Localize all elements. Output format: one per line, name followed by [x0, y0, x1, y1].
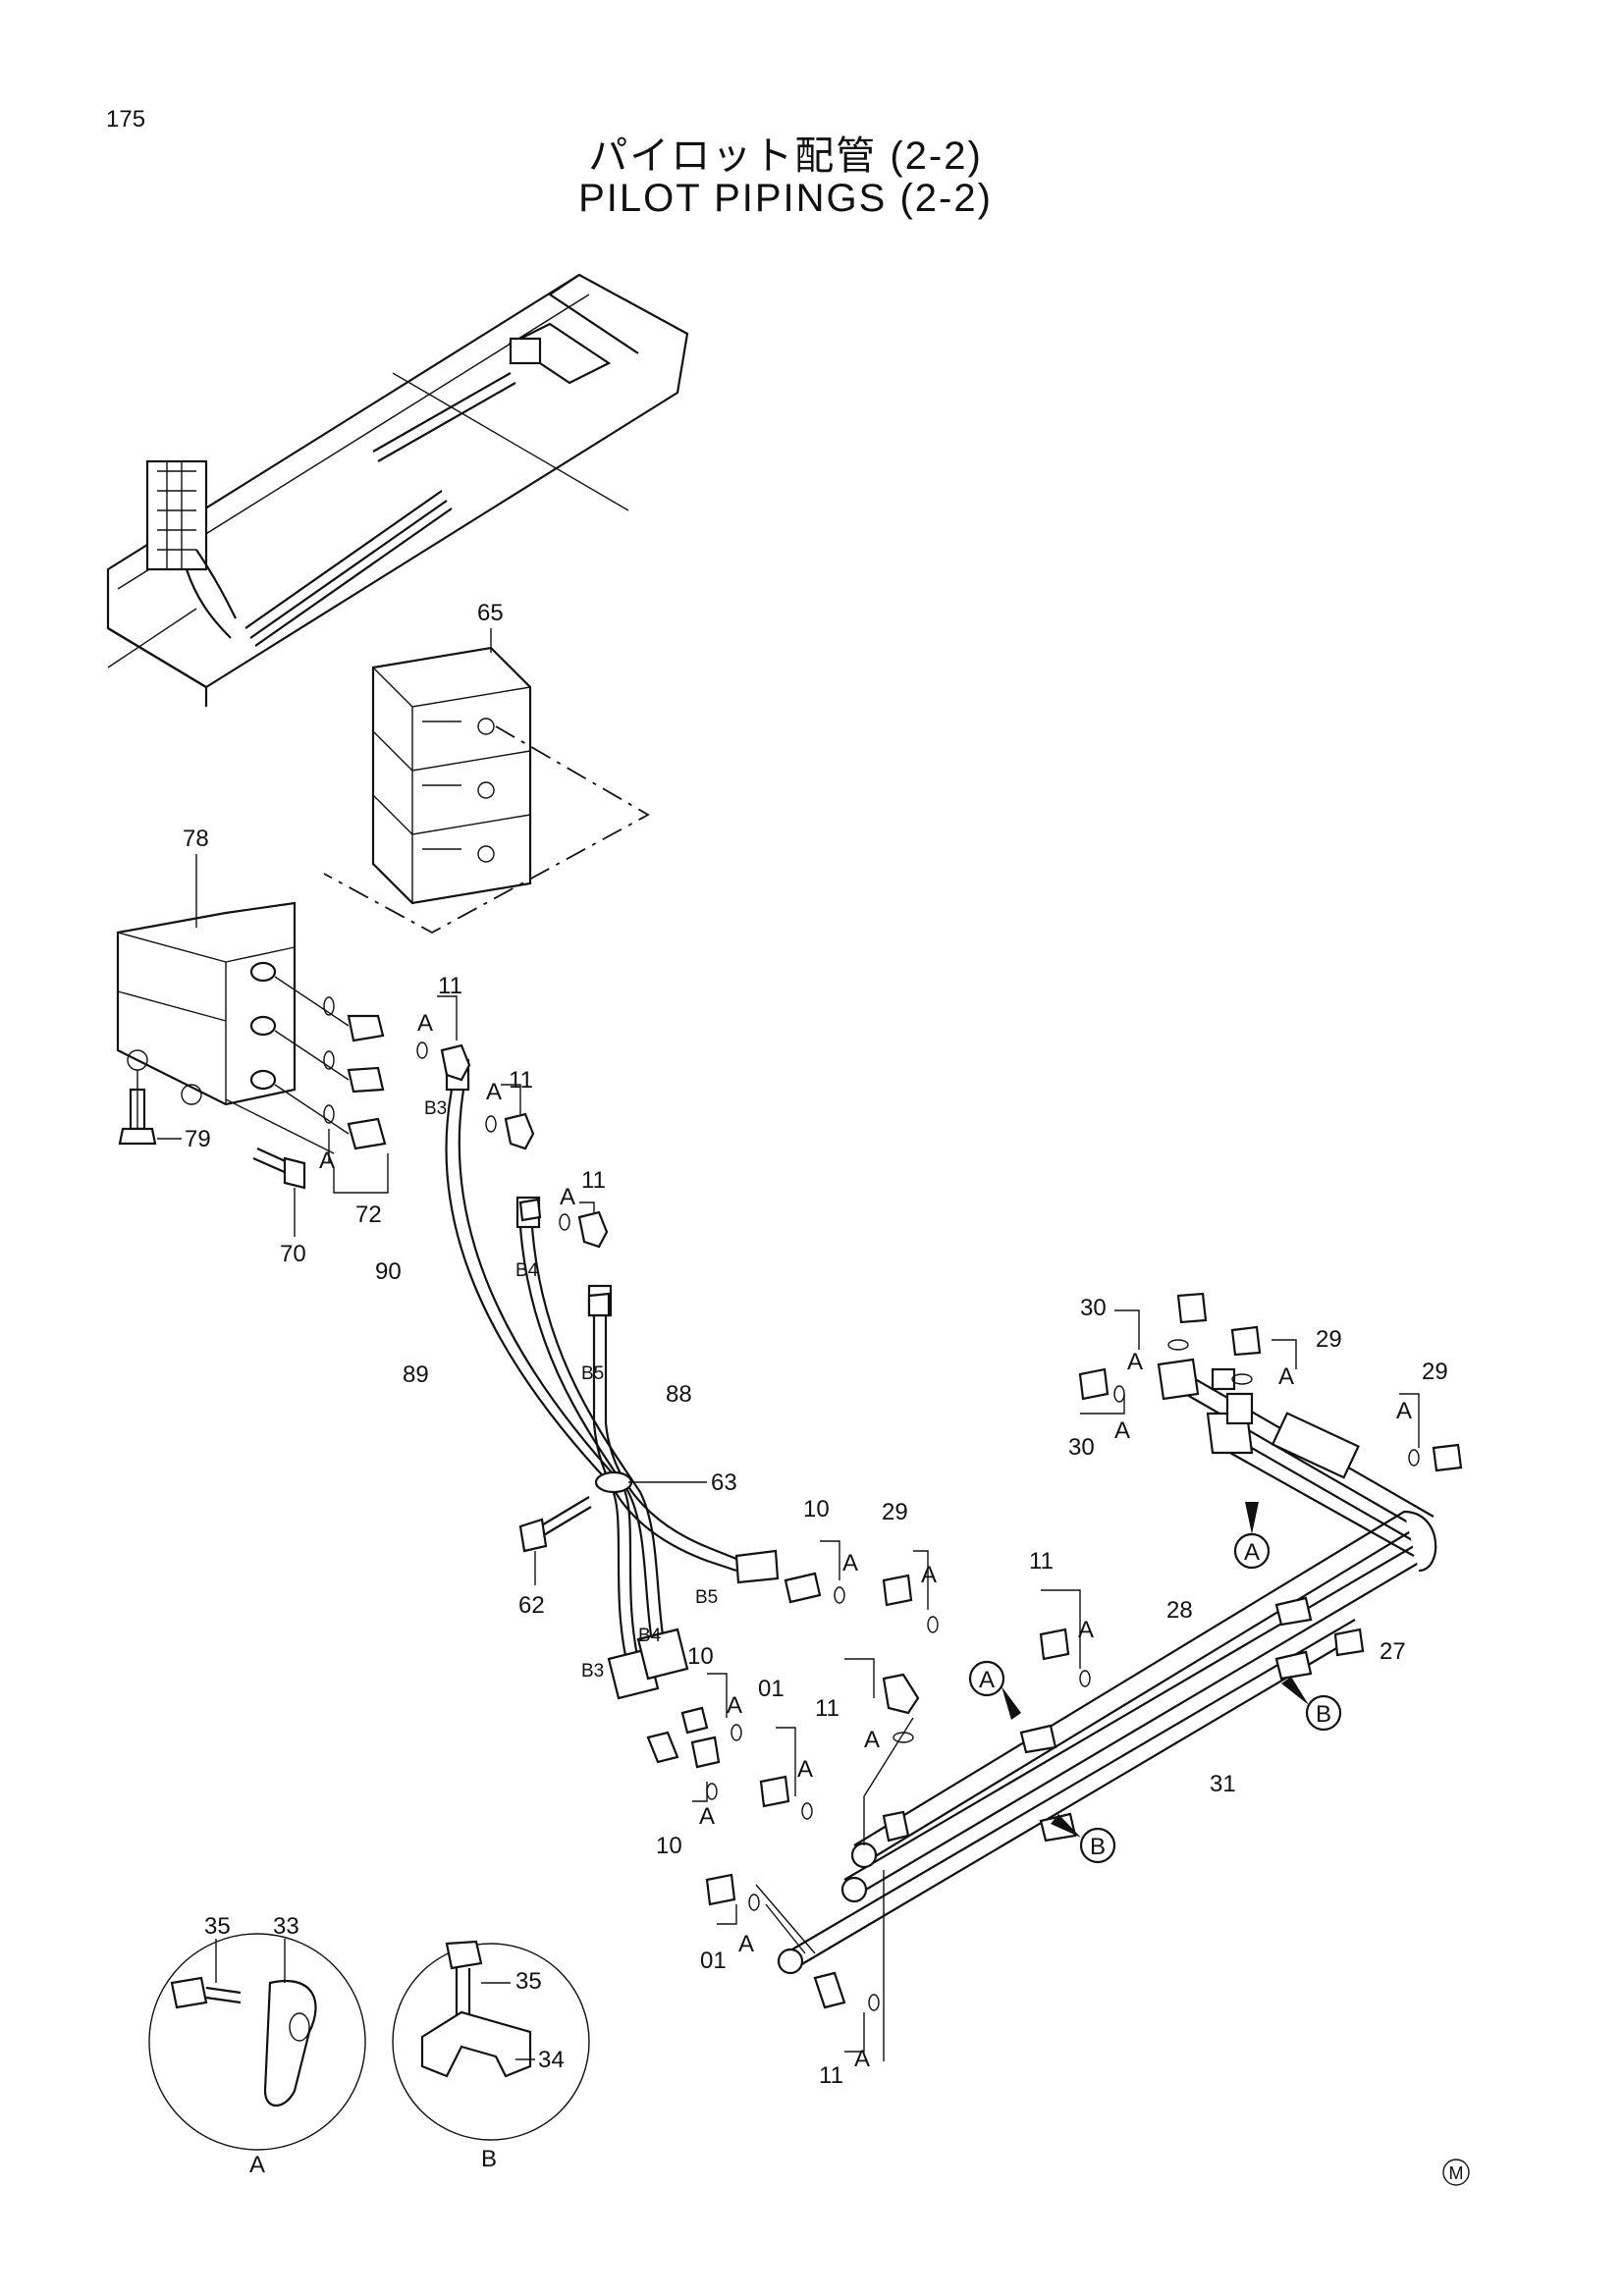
seal-label: A — [699, 1803, 715, 1830]
port-b5-lower: B5 — [695, 1587, 718, 1608]
callout-62: 62 — [518, 1592, 545, 1619]
upper-frame-illustration — [106, 273, 689, 707]
callout-30-b: 30 — [1068, 1434, 1095, 1461]
callout-10-b: 10 — [687, 1643, 714, 1670]
port-labels: B3 B4 B5 B5 B4 B3 — [424, 1098, 718, 1682]
loose-fittings — [646, 1292, 1463, 2011]
m-mark-label: M — [1449, 2163, 1464, 2183]
callout-78: 78 — [183, 826, 209, 852]
callout-28: 28 — [1166, 1597, 1193, 1624]
seal-label: A — [1114, 1417, 1130, 1444]
leader-65-to-78 — [323, 725, 650, 934]
view-marker-b-lower: B — [1090, 1834, 1106, 1860]
port-b3-upper: B3 — [424, 1098, 447, 1119]
view-marker-b-upper: B — [1316, 1701, 1331, 1728]
callout-90: 90 — [375, 1258, 402, 1285]
seal-label: A — [727, 1692, 742, 1719]
callout-11-a: 11 — [438, 973, 462, 999]
part-11-elbows-upper — [416, 995, 611, 1317]
part-79-bolt — [118, 1070, 157, 1146]
view-marker-a-lower: A — [979, 1667, 995, 1693]
seal-label: A — [738, 1931, 754, 1957]
callout-65: 65 — [477, 600, 504, 626]
seal-label: A — [319, 1148, 335, 1174]
callout-70: 70 — [280, 1241, 306, 1267]
callout-brackets — [692, 1309, 1420, 2061]
seal-label: A — [560, 1184, 575, 1210]
hoses-90-89-88 — [445, 1058, 780, 1700]
part-78-bracket — [116, 854, 297, 1106]
seal-label: A — [921, 1562, 937, 1588]
seal-label: A — [1078, 1617, 1094, 1643]
callout-35-b: 35 — [515, 1968, 542, 1995]
m-mark: M — [1442, 2159, 1470, 2186]
callout-11-c: 11 — [581, 1167, 606, 1194]
callout-29-b: 29 — [1316, 1326, 1342, 1353]
seal-label: A — [854, 2046, 870, 2072]
seal-label: A — [486, 1079, 502, 1105]
seal-label: A — [417, 1010, 433, 1037]
view-marker-labels: A A B B — [979, 1539, 1331, 1860]
seal-label: A — [1278, 1363, 1294, 1390]
callout-34: 34 — [538, 2047, 565, 2073]
callout-11-b: 11 — [509, 1067, 533, 1094]
port-b4-upper: B4 — [515, 1260, 539, 1281]
detail-view-labels: A B — [249, 2146, 497, 2178]
callout-29-a: 29 — [882, 1499, 908, 1525]
view-markers — [968, 1502, 1342, 1864]
part-70-bolt — [225, 1098, 335, 1237]
seal-label: A — [1127, 1349, 1143, 1375]
callout-10-a: 10 — [803, 1496, 830, 1522]
callout-33: 33 — [273, 1913, 299, 1940]
callout-27: 27 — [1380, 1638, 1406, 1665]
callout-11-f: 11 — [819, 2062, 843, 2089]
detail-view-b — [392, 1940, 590, 2141]
part-72-adapters — [274, 976, 389, 1194]
callout-01-b: 01 — [700, 1948, 727, 1974]
seal-label: A — [864, 1727, 880, 1753]
callout-10-c: 10 — [656, 1833, 682, 1859]
callout-88: 88 — [666, 1381, 692, 1408]
callout-11-d: 11 — [1029, 1548, 1054, 1575]
callout-31: 31 — [1210, 1771, 1236, 1797]
seal-label: A — [842, 1550, 858, 1576]
callout-labels: 65 78 79 70 72 90 89 88 63 62 11 11 11 1… — [183, 600, 1448, 2089]
callout-29-c: 29 — [1422, 1359, 1448, 1385]
callout-63: 63 — [711, 1469, 737, 1496]
callout-79: 79 — [185, 1126, 211, 1152]
callout-11-e: 11 — [815, 1695, 839, 1722]
port-b3-lower: B3 — [581, 1661, 604, 1682]
view-marker-a-upper: A — [1244, 1539, 1260, 1566]
part-63-clamp — [518, 1470, 707, 1585]
page-number: 175 — [106, 106, 146, 133]
manifold-fittings — [777, 1596, 1365, 1975]
seal-label: A — [797, 1756, 813, 1783]
part-65-valve-block — [371, 646, 532, 905]
detail-view-a — [148, 1933, 366, 2151]
callout-89: 89 — [403, 1362, 429, 1388]
callout-72: 72 — [355, 1201, 382, 1228]
page-title-english: PILOT PIPINGS (2-2) — [578, 177, 993, 220]
page-title-japanese: パイロット配管 (2-2) — [588, 134, 983, 178]
callout-30-a: 30 — [1080, 1295, 1107, 1321]
callout-35-a: 35 — [204, 1913, 231, 1940]
port-b4-lower: B4 — [638, 1626, 662, 1646]
detail-view-b-label: B — [481, 2146, 497, 2172]
seal-labels: A A A A A A A A A A A A A A A A A — [319, 1010, 1412, 2072]
port-b5-upper: B5 — [581, 1363, 604, 1384]
seal-label: A — [1396, 1398, 1412, 1424]
detail-view-a-label: A — [249, 2152, 265, 2178]
callout-01-a: 01 — [758, 1676, 785, 1702]
